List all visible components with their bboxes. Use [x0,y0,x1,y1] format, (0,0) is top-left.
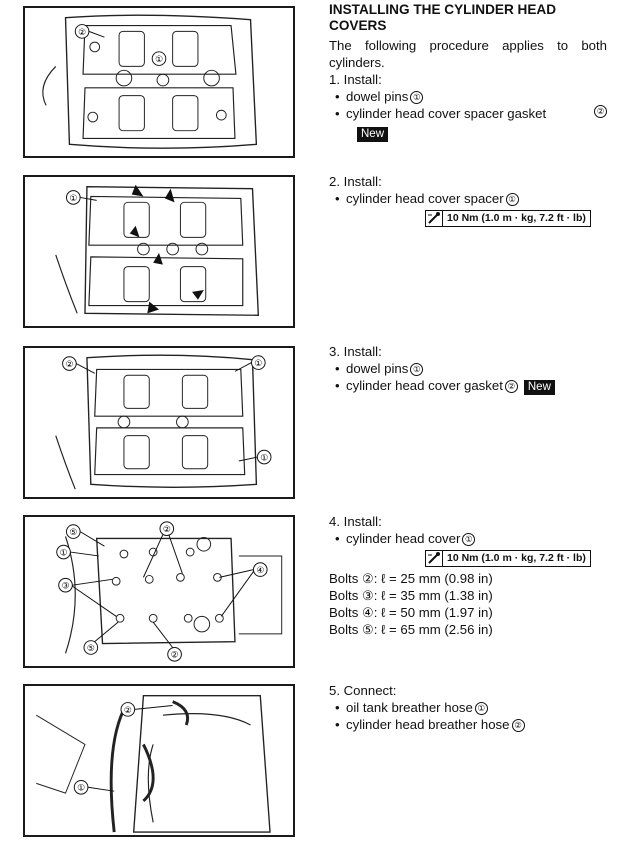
figure-4-cylinder-head-cover: ⑤ ① ② ③ ④ ⑤ ② [23,515,295,668]
callout: ① [77,784,85,794]
bolt-length: Bolts ⑤: ℓ = 65 mm (2.56 in) [329,622,493,637]
callout: ② [171,651,179,661]
callout: ① [260,453,268,463]
step-label: 4. Install: [329,514,382,529]
bolt-length: Bolts ④: ℓ = 50 mm (1.97 in) [329,605,493,620]
bolt-length: Bolts ③: ℓ = 35 mm (1.38 in) [329,588,493,603]
section-1: INSTALLING THE CYLINDER HEAD COVERS The … [329,2,607,142]
torque-spec: 10 Nm (1.0 m · kg, 7.2 ft · lb) [425,550,591,567]
ref-number: ① [410,91,424,104]
callout: ③ [62,582,70,592]
ref-number: ① [505,193,519,206]
ref-number: ② [504,380,518,393]
callout: ② [163,525,171,535]
torque-wrench-icon [426,551,443,566]
callout: ⑤ [87,644,95,654]
ref-number: ① [474,702,488,715]
figure-5-breather-hoses: ② ① [23,684,295,837]
new-part-badge: New [357,127,389,142]
callout: ① [155,55,163,65]
callout: ② [78,28,86,38]
figure-3-cover-gasket: ② ① ① [23,346,295,499]
torque-wrench-icon [426,211,443,226]
ref-number: ① [462,533,476,546]
ref-number: ① [410,363,424,376]
breather-hose-illustration: ② ① [36,695,271,833]
ref-number: ② [594,105,607,118]
callout: ① [69,194,77,204]
callout: ① [60,548,68,558]
callout: ① [254,359,262,369]
cylinder-head-illustration: ② ① ① [55,354,272,490]
figure-2-cover-spacer: ① [23,175,295,328]
section-heading: INSTALLING THE CYLINDER HEAD COVERS [329,2,557,33]
step-label: 5. Connect: [329,683,397,698]
figure-1-spacer-gasket: ② ① [23,6,295,158]
bolt-length: Bolts ②: ℓ = 25 mm (0.98 in) [329,571,493,586]
callout: ⑤ [69,528,77,538]
step-label: 1. Install: [329,72,382,87]
callout: ② [124,706,132,716]
step-label: 2. Install: [329,174,382,189]
callout: ② [65,360,73,370]
ref-number: ② [511,719,525,732]
cylinder-head-illustration: ① [55,184,260,316]
intro-text: The following procedure applies to both … [329,38,607,70]
step-label: 3. Install: [329,344,382,359]
torque-spec: 10 Nm (1.0 m · kg, 7.2 ft · lb) [425,210,591,227]
new-part-badge: New [523,380,555,395]
callout: ④ [256,566,264,576]
cylinder-head-illustration: ⑤ ① ② ③ ④ ⑤ ② [56,521,283,662]
cylinder-head-illustration: ② ① [42,14,258,149]
